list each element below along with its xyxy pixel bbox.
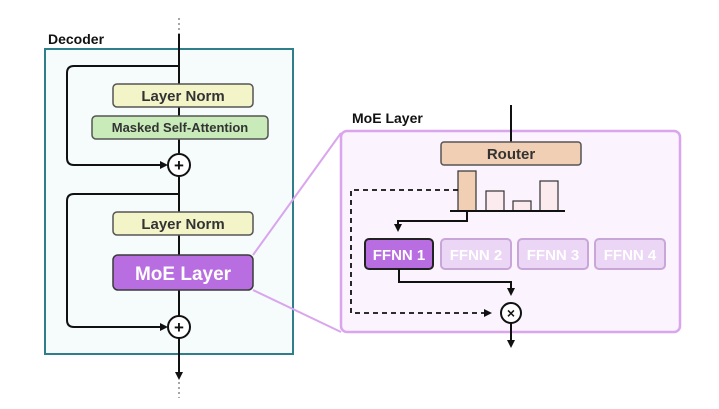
residual-connection-top — [66, 65, 179, 169]
zoom-connector-top — [252, 132, 342, 256]
router-bar-3 — [512, 200, 532, 212]
multiply-node-symbol: × — [507, 305, 515, 321]
layer-norm-bottom — [112, 211, 254, 236]
moe-layer-block — [112, 254, 254, 291]
masked-self-attention — [91, 115, 269, 140]
router-selection-arrow — [394, 211, 468, 232]
router-weight-dashed-path — [350, 189, 492, 317]
router-label: Router — [487, 146, 535, 163]
residual-connection-bottom — [66, 193, 179, 331]
expert-ffnn-2 — [440, 238, 512, 270]
layer-norm-bottom-label: Layer Norm — [141, 216, 224, 233]
add-node-bottom-symbol: + — [174, 318, 184, 337]
masked-self-attention-label: Masked Self-Attention — [112, 120, 249, 135]
router-block — [440, 141, 582, 166]
moe-panel-title: MoE Layer — [352, 110, 423, 126]
router-bar-4 — [539, 180, 559, 212]
expert-ffnn-1-label: FFNN 1 — [373, 247, 426, 264]
add-node-bottom — [167, 315, 191, 339]
expert-ffnn-2-label: FFNN 2 — [450, 247, 503, 264]
layer-norm-top — [112, 83, 254, 108]
expert-ffnn-3-label: FFNN 3 — [527, 247, 580, 264]
add-node-top-symbol: + — [174, 156, 184, 175]
expert-ffnn-4-label: FFNN 4 — [604, 247, 657, 264]
decoder-title: Decoder — [48, 31, 105, 47]
zoom-connector-bottom — [252, 289, 342, 333]
expert-output-path — [398, 269, 515, 296]
router-bar-2 — [485, 190, 505, 212]
add-node-top — [167, 153, 191, 177]
layer-norm-top-label: Layer Norm — [141, 88, 224, 105]
router-bar-1 — [457, 170, 477, 212]
expert-ffnn-4 — [594, 238, 666, 270]
expert-ffnn-3 — [517, 238, 589, 270]
moe-layer-block-label: MoE Layer — [135, 264, 232, 285]
